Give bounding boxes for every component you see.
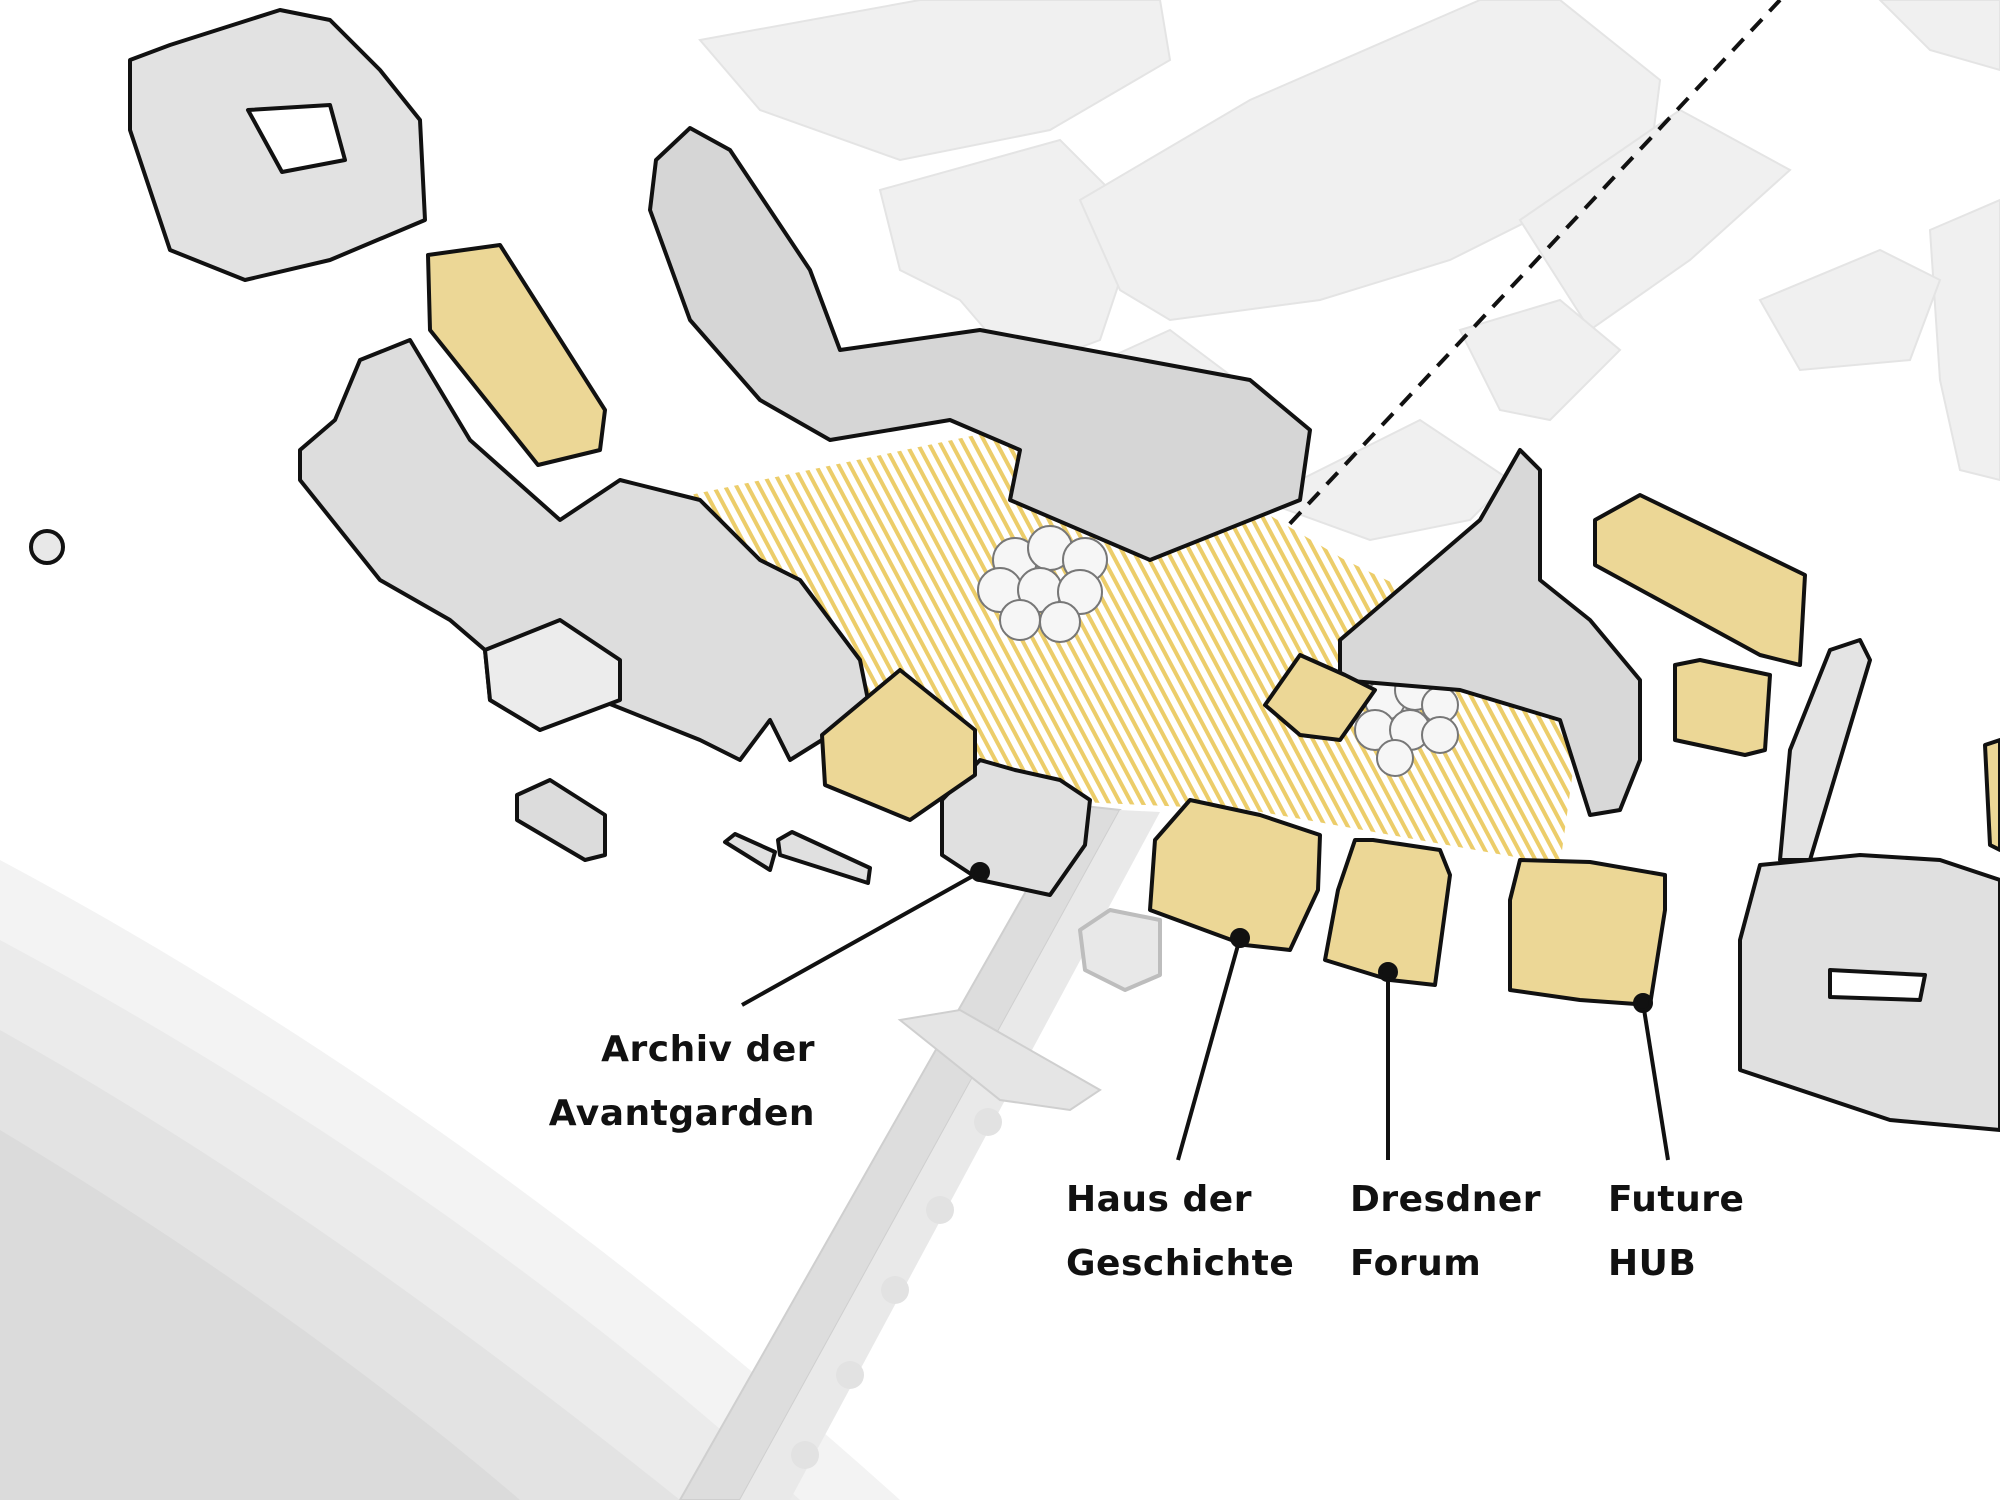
- proposed-building-haus-der-geschichte: [1148, 798, 1322, 952]
- small-circular-structure: [29, 529, 65, 565]
- callout-haus-line1: Haus der: [1066, 1179, 1252, 1220]
- proposed-buildings: [426, 243, 2000, 1007]
- building-bridge-gatehouse: [1078, 908, 1162, 992]
- callout-haus-line2: Geschichte: [1066, 1243, 1295, 1284]
- augustus-bridge: [678, 803, 1160, 1500]
- proposed-building-east-3: [1983, 738, 2000, 852]
- callout-haus-der-geschichte: Haus der Geschichte: [1066, 1168, 1294, 1296]
- building-east-l-shape: [1338, 448, 1642, 817]
- building-archiv-der-avantgarden: [940, 758, 1092, 897]
- proposed-building-plaza-small: [1263, 653, 1377, 742]
- callout-dot-hub: [1633, 993, 1653, 1013]
- proposed-building-east-2: [1673, 658, 1772, 757]
- building-west-wing: [483, 618, 622, 732]
- building-riverside-east: [1778, 638, 1872, 862]
- callout-archiv-line1: Archiv der: [601, 1029, 815, 1070]
- callout-dot-forum: [1378, 962, 1398, 982]
- existing-buildings: [29, 8, 2000, 1132]
- building-small-2: [723, 832, 777, 872]
- river-elbe: [0, 860, 900, 1500]
- callout-forum-line1: Dresdner: [1350, 1179, 1542, 1220]
- callout-dot-haus: [1230, 928, 1250, 948]
- callout-leaders: [741, 862, 1670, 1161]
- callout-hub-line2: HUB: [1608, 1243, 1697, 1284]
- callout-dot-archiv: [970, 862, 990, 882]
- proposed-building-east-1: [1593, 493, 1807, 667]
- building-north-l-shape: [648, 126, 1312, 562]
- callout-future-hub: Future HUB: [1608, 1168, 1744, 1296]
- proposed-building-north: [426, 243, 607, 467]
- callout-forum-line2: Forum: [1350, 1243, 1482, 1284]
- proposed-building-square-west: [820, 668, 977, 822]
- callout-hub-line1: Future: [1608, 1179, 1745, 1220]
- callout-archiv-line2: Avantgarden: [548, 1093, 815, 1134]
- callout-dresdner-forum: Dresdner Forum: [1350, 1168, 1541, 1296]
- building-small-3: [776, 830, 872, 885]
- proposed-building-future-hub: [1508, 858, 1667, 1007]
- building-small-1: [515, 778, 607, 862]
- proposed-building-dresdner-forum: [1323, 838, 1452, 987]
- callout-archiv-der-avantgarden: Archiv der Avantgarden: [500, 1018, 815, 1146]
